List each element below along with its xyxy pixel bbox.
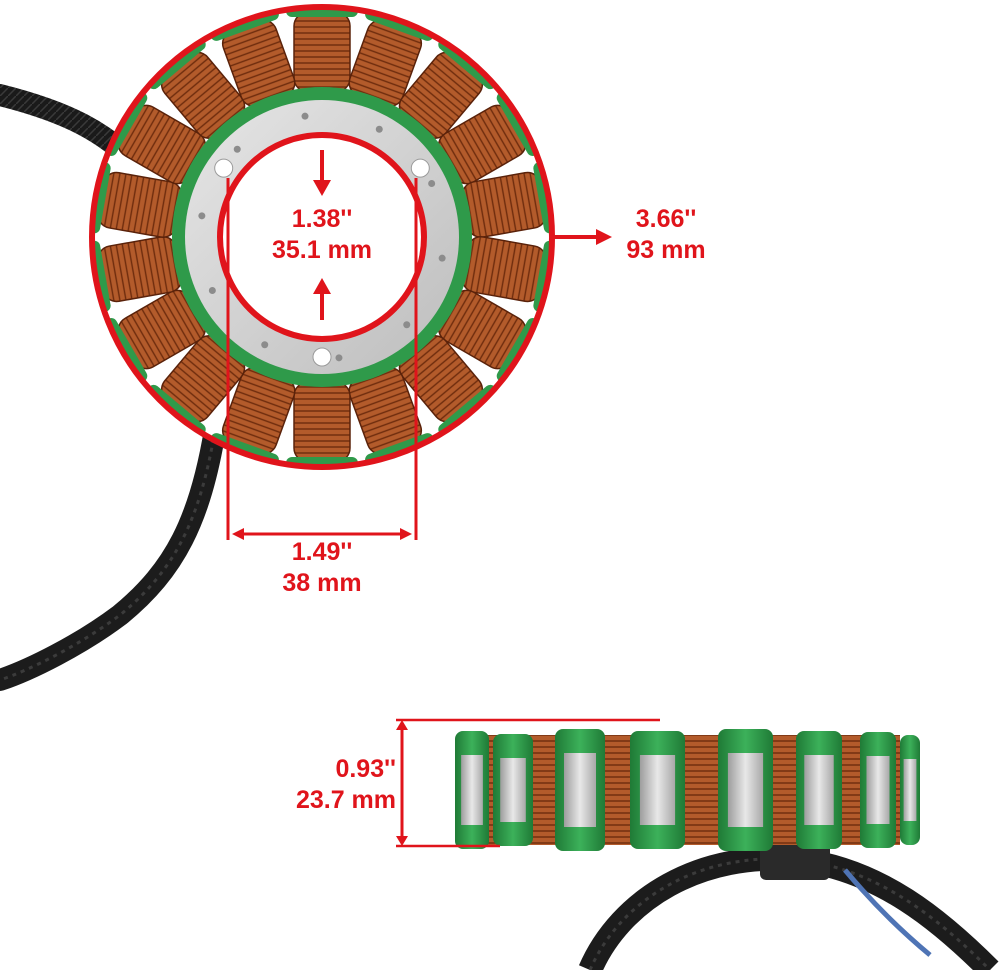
- rivet: [301, 112, 309, 120]
- stator-coil: [286, 7, 358, 93]
- side-cable-wires: [843, 868, 932, 957]
- rivet: [233, 145, 241, 153]
- side-tooth: [555, 729, 605, 851]
- side-tooth: [900, 735, 920, 845]
- outer-diameter-arrow: [554, 229, 612, 245]
- rivet: [403, 321, 411, 329]
- rivet: [438, 254, 446, 262]
- rivet: [335, 354, 343, 362]
- inner-diameter-mm: 35.1 mm: [271, 236, 373, 264]
- rivet: [375, 125, 383, 133]
- rivet: [428, 180, 436, 188]
- outer-diameter-mm: 93 mm: [626, 236, 706, 264]
- side-tooth: [860, 732, 896, 848]
- bolt-spacing-mm: 38 mm: [282, 569, 362, 597]
- stack-height-label: 0.93'' 23.7 mm: [270, 754, 396, 816]
- main-cable-lower: [0, 419, 226, 691]
- side-tooth: [796, 731, 842, 849]
- side-tooth: [630, 731, 685, 849]
- inner-diameter-label: 1.38'' 35.1 mm: [252, 204, 392, 266]
- inner-diameter-inch: 1.38'': [291, 205, 353, 233]
- outer-diameter-outline: [89, 4, 555, 470]
- stack-height-mm: 23.7 mm: [295, 786, 396, 814]
- stator-side-view: [455, 729, 920, 851]
- bolt-spacing-inch: 1.49'': [291, 538, 353, 566]
- inner-diameter-outline: [217, 132, 427, 342]
- side-tooth: [718, 729, 773, 851]
- center-bore: [220, 135, 424, 339]
- side-tooth: [493, 734, 533, 846]
- stack-height-inch: 0.93'': [335, 755, 396, 783]
- bolt-spacing-dimension: [226, 178, 418, 540]
- mounting-hole: [312, 347, 332, 367]
- rivet: [198, 212, 206, 220]
- rivet: [208, 286, 216, 294]
- outer-diameter-label: 3.66'' 93 mm: [608, 204, 724, 266]
- stator-top-view: [92, 7, 552, 467]
- inner-diameter-arrows: [313, 150, 331, 320]
- cable-clamp: [760, 840, 830, 880]
- stator-coil: [286, 381, 358, 467]
- side-tooth: [455, 731, 489, 849]
- bolt-spacing-label: 1.49'' 38 mm: [262, 537, 382, 599]
- mounting-hole: [214, 158, 234, 178]
- rivet: [261, 341, 269, 349]
- mounting-hole: [410, 158, 430, 178]
- stack-height-dimension: [396, 718, 660, 848]
- outer-diameter-inch: 3.66'': [635, 205, 697, 233]
